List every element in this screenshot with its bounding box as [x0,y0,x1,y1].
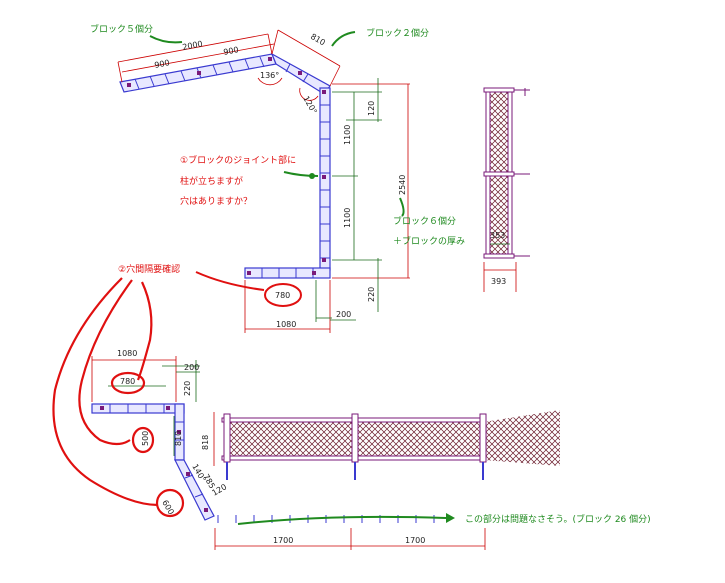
dim-1100-b: 1100 [343,208,352,228]
top-dim-lines [117,29,410,333]
dim-1080: 1080 [276,320,296,329]
angle-136: 136° [260,71,279,80]
dim-200: 200 [336,310,351,319]
dim-900-b: 900 [223,45,240,57]
bottom-plan-walls [91,403,215,521]
bottom-plan-posts [100,406,208,512]
b-dim-1080: 1080 [117,349,137,358]
side-elevation [483,87,530,292]
b-dim-220: 220 [183,381,192,396]
dim-810-top: 810 [309,32,327,47]
note-q1-l1: ①ブロックのジョイント部に [180,154,296,166]
bottom-plan-green [108,360,200,456]
arrow-block2 [331,31,356,47]
bottom-dim-lines [214,528,486,550]
dim-900-a: 900 [154,58,171,70]
b-dim-500: 500 [141,431,150,446]
arrow-ok [237,515,447,525]
bottom-return-wall [244,267,331,279]
dim-1100-a: 1100 [343,125,352,145]
note-block5: ブロック５個分 [90,23,153,35]
bottom-plan-dims [91,356,177,402]
note-block6-l2: ＋ブロックの厚み [393,235,465,247]
b-dim-1700-b: 1700 [405,536,425,545]
top-green-dims [315,78,382,322]
note-q1-l2: 柱が立ちますが [180,175,243,187]
dim-393: 393 [491,277,506,286]
b-dim-1700-a: 1700 [273,536,293,545]
arrow-q1 [283,171,319,177]
dim-2540: 2540 [398,175,407,195]
dim-220: 220 [367,287,376,302]
fence-elevation [213,410,560,480]
note-q2: ②穴間隔要確認 [118,263,180,275]
b-dim-780: 780 [120,377,135,386]
note-q1-l3: 穴はありますか？ [180,195,252,207]
red-sketch-lines [52,277,185,518]
circle-780 [264,283,302,307]
dim-120: 120 [367,101,376,116]
note-ok: この部分は問題なさそう。(ブロック 26 個分) [465,513,651,525]
arrow-block6 [399,197,405,217]
b-dim-200: 200 [184,363,199,372]
arrow-q2 [195,271,265,291]
top-posts [127,57,326,275]
arrow-ok-head [446,513,455,523]
note-block6-l1: ブロック６個分 [393,215,456,227]
dim-780: 780 [275,291,290,300]
note-block2: ブロック２個分 [366,27,429,39]
arrow-block5 [149,35,183,44]
b-dim-818: 818 [201,435,210,450]
post-marker [309,173,315,179]
dim-353: 353 [490,231,505,240]
dim-2000: 2000 [182,39,204,52]
b-dim-810: 810 [174,431,183,446]
